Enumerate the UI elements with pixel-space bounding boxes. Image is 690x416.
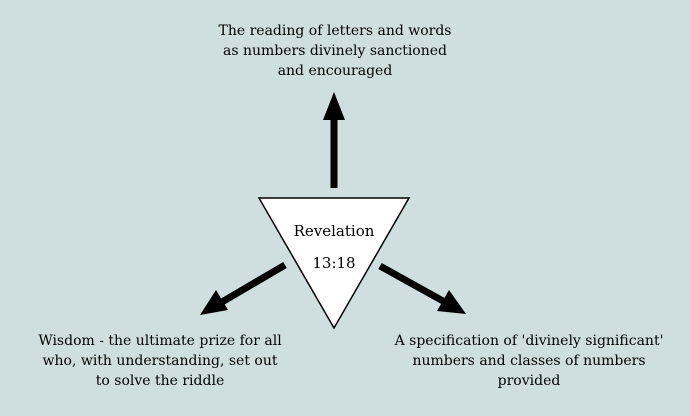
right-label: A specification of 'divinely significant… xyxy=(370,331,688,391)
right-label-line: A specification of 'divinely significant… xyxy=(394,333,664,349)
top-label-line: and encouraged xyxy=(277,63,393,79)
left-label-line: Wisdom - the ultimate prize for all xyxy=(38,333,282,349)
arrow-up-head xyxy=(323,92,345,120)
arrow-left-shaft xyxy=(220,261,287,306)
center-label-line2: 13:18 xyxy=(312,254,356,272)
left-label: Wisdom - the ultimate prize for all who,… xyxy=(10,331,310,391)
top-label: The reading of letters and words as numb… xyxy=(190,21,480,81)
arrow-right-head xyxy=(437,290,466,314)
center-label: Revelation 13:18 xyxy=(270,220,398,274)
top-label-line: as numbers divinely sanctioned xyxy=(222,43,447,59)
left-label-line: who, with understanding, set out xyxy=(42,353,278,369)
arrow-left-head xyxy=(200,290,228,315)
right-label-line: provided xyxy=(497,373,561,389)
top-label-line: The reading of letters and words xyxy=(218,23,452,39)
center-label-line1: Revelation xyxy=(293,222,375,240)
right-label-line: numbers and classes of numbers xyxy=(412,353,646,369)
revelation-triangle xyxy=(257,197,411,330)
arrow-right-shaft xyxy=(378,262,445,305)
left-label-line: to solve the riddle xyxy=(95,373,225,389)
